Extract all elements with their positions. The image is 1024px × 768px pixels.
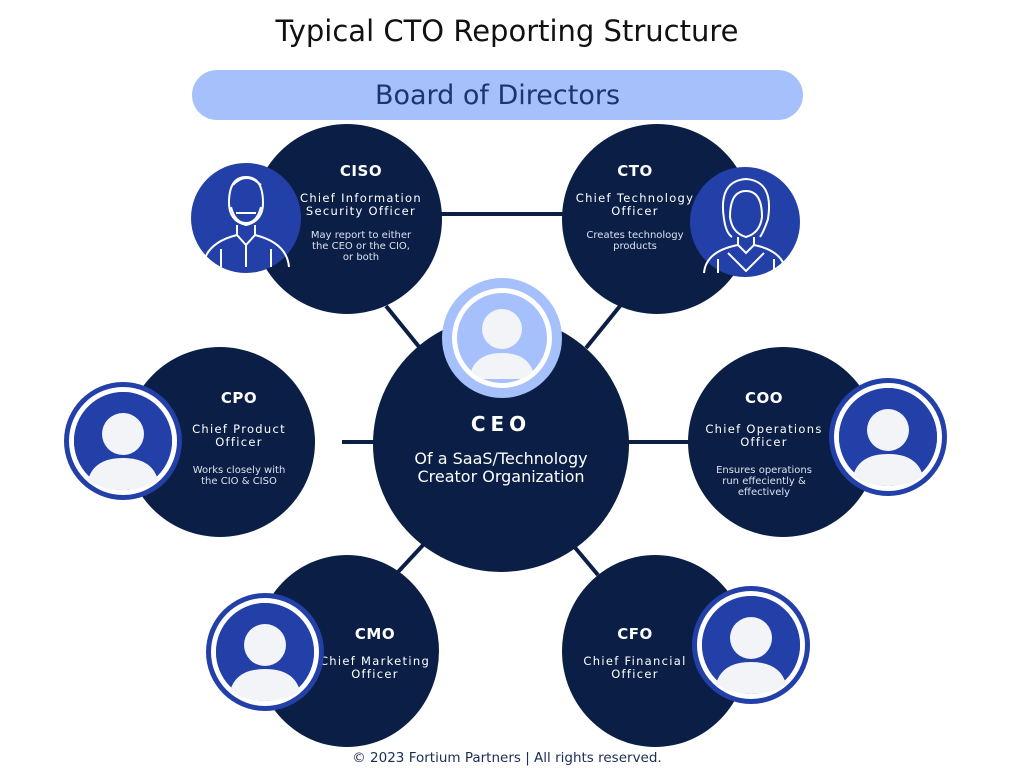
cto-abbr: CTO [617, 162, 653, 180]
cpo-abbr: CPO [220, 389, 258, 407]
board-label: Board of Directors [374, 79, 621, 111]
connector-cto-ceo [584, 304, 622, 350]
cfo-abbr: CFO [617, 625, 653, 643]
cmo-role: Chief Marketing Officer [319, 654, 431, 681]
cmo-abbr: CMO [354, 625, 396, 643]
user-silhouette-icon [442, 278, 562, 398]
man-portrait-icon [191, 163, 301, 273]
coo-abbr: COO [744, 389, 783, 407]
ceo-subtitle: Of a SaaS/Technology Creator Organizatio… [414, 449, 588, 486]
cfo-role: Chief Financial Officer [583, 654, 687, 681]
user-silhouette-icon [697, 591, 805, 699]
coo-note: Ensures operations run effeciently & eff… [716, 465, 812, 498]
cto-role: Chief Technology Officer [575, 191, 695, 218]
connector-cfo-ceo [570, 542, 600, 577]
cpo-note: Works closely with the CIO & CISO [192, 465, 286, 487]
cpo-role: Chief Product Officer [192, 422, 286, 449]
page-title: Typical CTO Reporting Structure [275, 14, 739, 48]
user-silhouette-icon [834, 383, 942, 491]
cmo-node: CMO Chief Marketing Officer [255, 555, 439, 747]
user-silhouette-icon [69, 387, 177, 495]
ciso-abbr: CISO [339, 162, 383, 180]
woman-portrait-icon [690, 167, 800, 277]
copyright-footer: © 2023 Fortium Partners | All rights res… [352, 750, 662, 766]
board-of-directors-banner: Board of Directors [192, 70, 803, 120]
connector-ciso-ceo [384, 304, 422, 350]
connector-cmo-ceo [396, 542, 426, 574]
user-silhouette-icon [211, 598, 319, 706]
ciso-role: Chief Information Security Officer [300, 191, 422, 218]
cpo-node: CPO Chief Product Officer Works closely … [125, 347, 315, 537]
coo-role: Chief Operations Officer [705, 422, 823, 449]
ceo-abbr: CEO [470, 412, 532, 436]
cto-note: Creates technology products [586, 230, 684, 252]
ciso-note: May report to either the CEO or the CIO,… [310, 230, 412, 263]
